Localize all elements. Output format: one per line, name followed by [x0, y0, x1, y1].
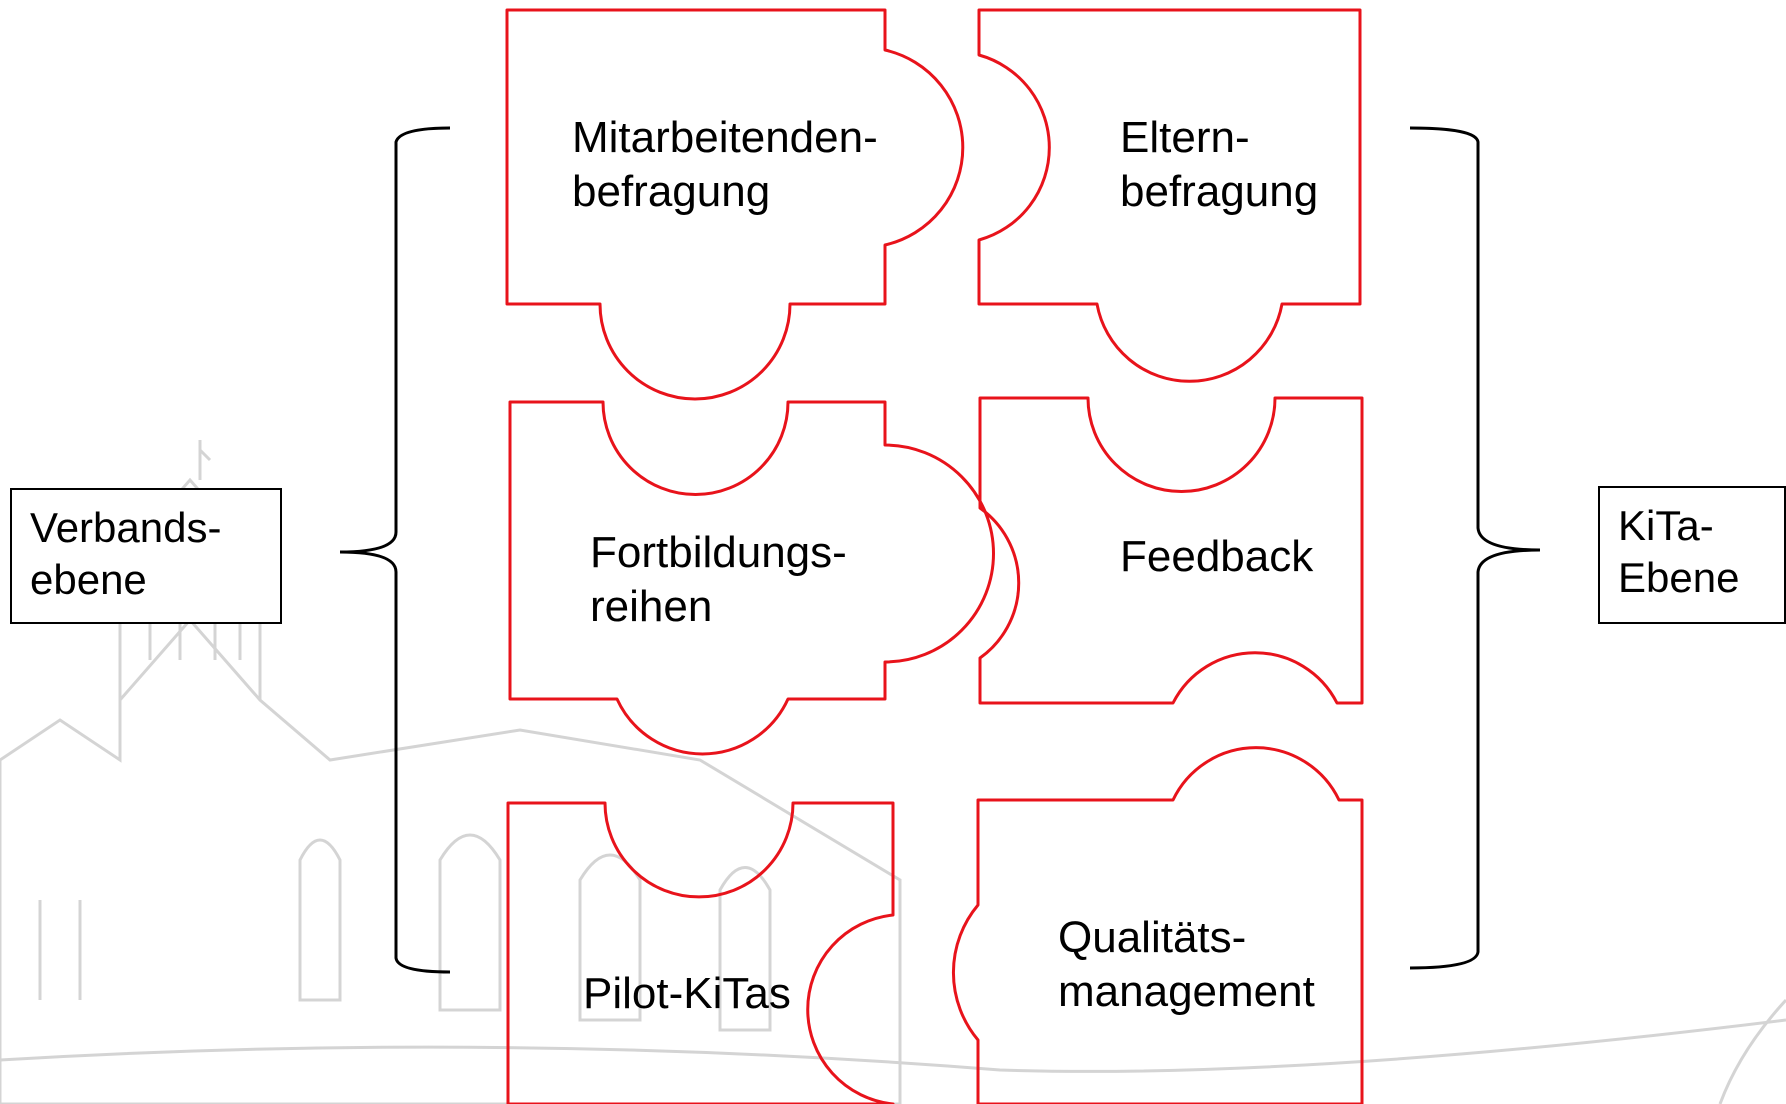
piece-label-line: Feedback — [1120, 532, 1314, 581]
piece-label-line: Pilot-KiTas — [583, 969, 791, 1018]
side-box-line: Ebene — [1618, 554, 1740, 601]
side-box-line: KiTa- — [1618, 502, 1714, 549]
label-feedback: Feedback — [1120, 530, 1313, 584]
piece-label-line: Mitarbeitenden- — [572, 113, 878, 162]
label-mitarbeitendenbefragung: Mitarbeitenden- befragung — [572, 111, 878, 219]
piece-label-line: reihen — [590, 582, 713, 631]
left-brace — [339, 126, 451, 974]
label-qualitaetsmanagement: Qualitäts- management — [1058, 911, 1315, 1019]
verbandsebene-box: Verbands- ebene — [10, 488, 282, 624]
piece-label-line: Qualitäts- — [1058, 913, 1247, 962]
background-church-illustration — [0, 440, 1786, 1104]
side-box-line: ebene — [30, 556, 147, 603]
piece-label-line: Fortbildungs- — [590, 528, 847, 577]
kita-ebene-box: KiTa- Ebene — [1598, 486, 1786, 624]
piece-label-line: befragung — [572, 167, 771, 216]
piece-qualitaetsmanagement — [951, 746, 1364, 1104]
right-brace — [1409, 126, 1541, 970]
label-fortbildungsreihen: Fortbildungs- reihen — [590, 526, 847, 634]
side-box-line: Verbands- — [30, 504, 222, 551]
piece-mitarbeitendenbefragung — [505, 8, 965, 401]
piece-pilot-kitas — [506, 801, 895, 1104]
label-pilot-kitas: Pilot-KiTas — [583, 967, 791, 1021]
label-elternbefragung: Eltern- befragung — [1120, 111, 1318, 219]
piece-feedback — [978, 396, 1364, 705]
piece-label-line: management — [1058, 967, 1315, 1016]
piece-elternbefragung — [977, 8, 1362, 383]
piece-fortbildungsreihen — [508, 400, 995, 756]
piece-label-line: Eltern- — [1120, 113, 1250, 162]
piece-label-line: befragung — [1120, 167, 1319, 216]
